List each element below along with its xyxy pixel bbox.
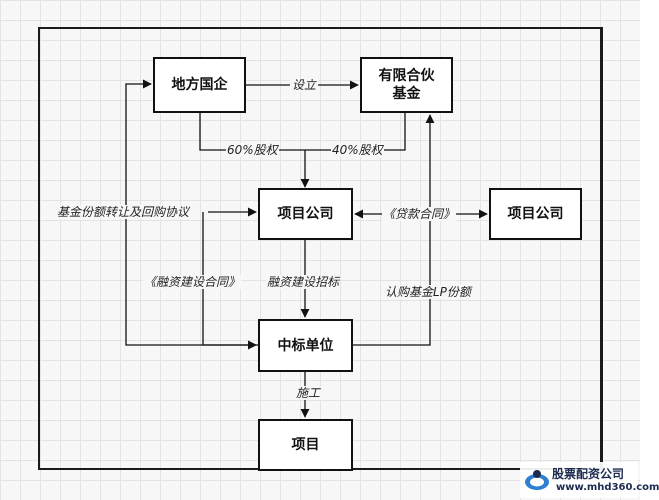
watermark-logo-icon — [525, 470, 549, 490]
label-subscribe-lp: 认购基金LP份额 — [384, 285, 472, 299]
label-financing-bid: 融资建设招标 — [266, 275, 341, 289]
node-fund: 有限合伙 基金 — [360, 57, 453, 113]
watermark-url: www.mhd360.com — [556, 482, 659, 493]
label-fund-share-agreement: 基金份额转让及回购协议 — [56, 205, 191, 219]
node-winning-bidder: 中标单位 — [258, 319, 353, 372]
node-project-company: 项目公司 — [258, 188, 353, 240]
edge-financing-contract — [202, 212, 257, 350]
label-financing-contract: 《融资建设合同》 — [143, 275, 242, 289]
node-local-soe: 地方国企 — [153, 57, 246, 113]
watermark: 股票配资公司 www.mhd360.com — [520, 462, 659, 498]
edge-subscribe-lp — [352, 114, 435, 346]
label-establish: 设立 — [290, 78, 319, 92]
label-loan-contract: 《贷款合同》 — [382, 207, 457, 221]
grid-canvas — [0, 0, 640, 500]
label-equity-60: 60%股权 — [226, 143, 279, 157]
label-construction: 施工 — [294, 386, 323, 400]
label-equity-40: 40%股权 — [331, 143, 384, 157]
node-project-company-right: 项目公司 — [489, 188, 582, 240]
watermark-name: 股票配资公司 — [552, 467, 625, 481]
node-project: 项目 — [258, 419, 353, 471]
